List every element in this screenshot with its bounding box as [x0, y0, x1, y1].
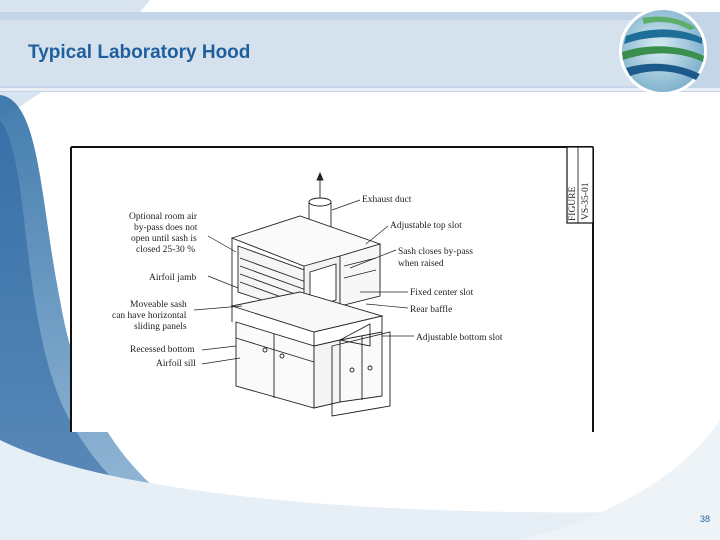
figure-caption: FIGURE: [568, 186, 578, 221]
label-moveable-sash-3: sliding panels: [134, 322, 187, 332]
label-moveable-sash-1: Moveable sash: [130, 300, 187, 310]
label-adjustable-top-slot: Adjustable top slot: [390, 221, 462, 231]
label-airfoil-sill: Airfoil sill: [156, 358, 196, 369]
figure-id-box: [566, 146, 594, 224]
label-moveable-sash-2: can have horizontal: [112, 311, 187, 321]
figure-id: VS-35-01: [581, 182, 591, 220]
label-recessed-bottom: Recessed bottom: [130, 345, 195, 355]
label-exhaust-duct: Exhaust duct: [362, 195, 412, 205]
label-sash-closes-1: Sash closes by-pass: [398, 247, 473, 257]
leader-lines: [193, 199, 414, 365]
header-band: [0, 12, 720, 92]
label-adjustable-bottom-slot: Adjustable bottom slot: [416, 333, 503, 343]
label-airfoil-jamb: Airfoil jamb: [149, 272, 196, 283]
slide-title: Typical Laboratory Hood: [28, 42, 251, 63]
globe-logo: [619, 7, 707, 95]
hood-diagram: FIGURE VS-35-01: [70, 146, 594, 432]
label-optional-2: by-pass does not: [134, 223, 198, 233]
label-fixed-center-slot: Fixed center slot: [410, 288, 474, 298]
label-optional-4: closed 25-30 %: [136, 245, 195, 255]
hood-illustration: [230, 171, 391, 417]
label-rear-baffle: Rear baffle: [410, 304, 452, 315]
label-optional-3: open until sash is: [131, 234, 197, 244]
label-sash-closes-2: when raised: [398, 259, 444, 269]
page-number: 38: [700, 514, 711, 524]
label-optional-1: Optional room air: [129, 212, 198, 222]
